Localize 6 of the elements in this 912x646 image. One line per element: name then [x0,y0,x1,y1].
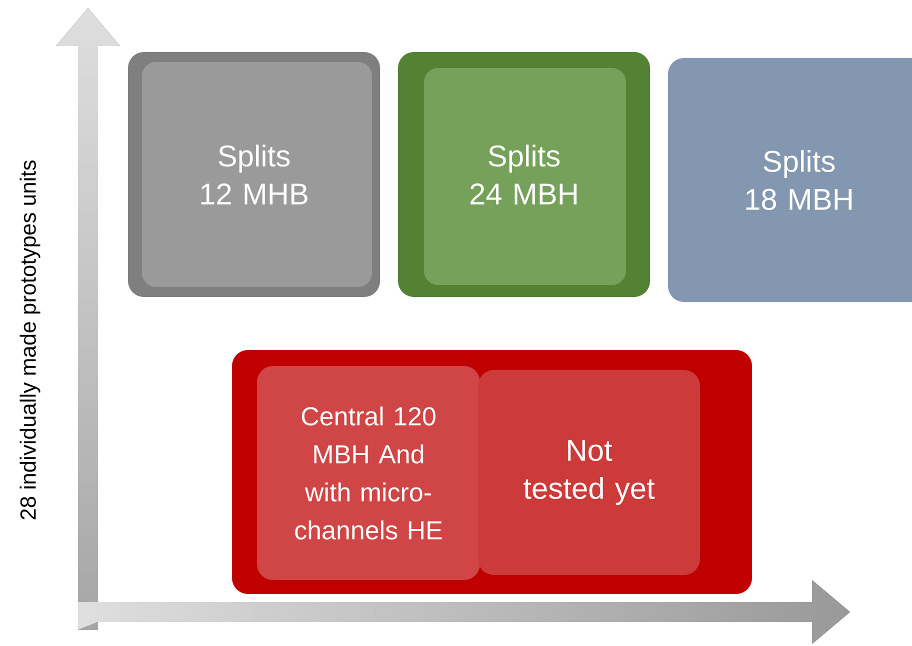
axis-label: 28 individually made prototypes units [20,160,40,520]
category-box: Splits 18 MBH [668,58,912,302]
category-box: Splits 12 MHB [128,52,380,297]
category-box: Central 120 MBH And with micro-channels HE [257,366,480,580]
category-box: Not tested yet [478,370,700,575]
category-box: Splits 24 MBH [398,52,650,297]
